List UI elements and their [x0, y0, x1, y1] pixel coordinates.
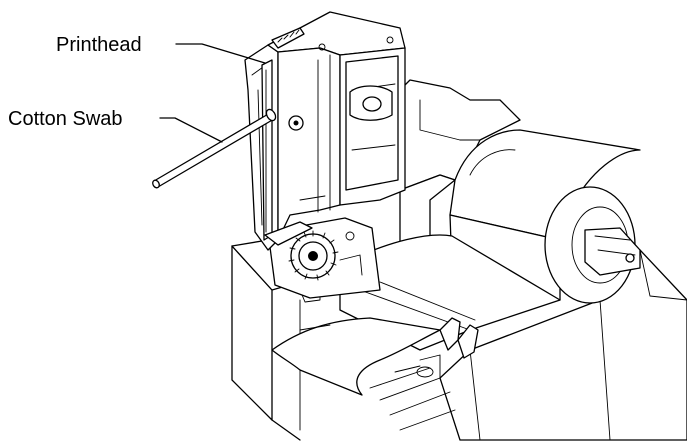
cotton-swab: [152, 108, 277, 189]
printer-base: [231, 239, 687, 441]
callout-leaders: [159, 43, 266, 143]
media-roll: [449, 129, 641, 304]
drive-gear: [267, 217, 381, 299]
cotton-swab-label: Cotton Swab: [8, 108, 123, 130]
cotton-swab-leader-line: [159, 117, 223, 143]
media-guides: [299, 289, 479, 379]
printhead-label: Printhead: [56, 34, 142, 56]
printhead-leader-line: [175, 43, 266, 64]
printhead-assembly: [244, 11, 406, 251]
